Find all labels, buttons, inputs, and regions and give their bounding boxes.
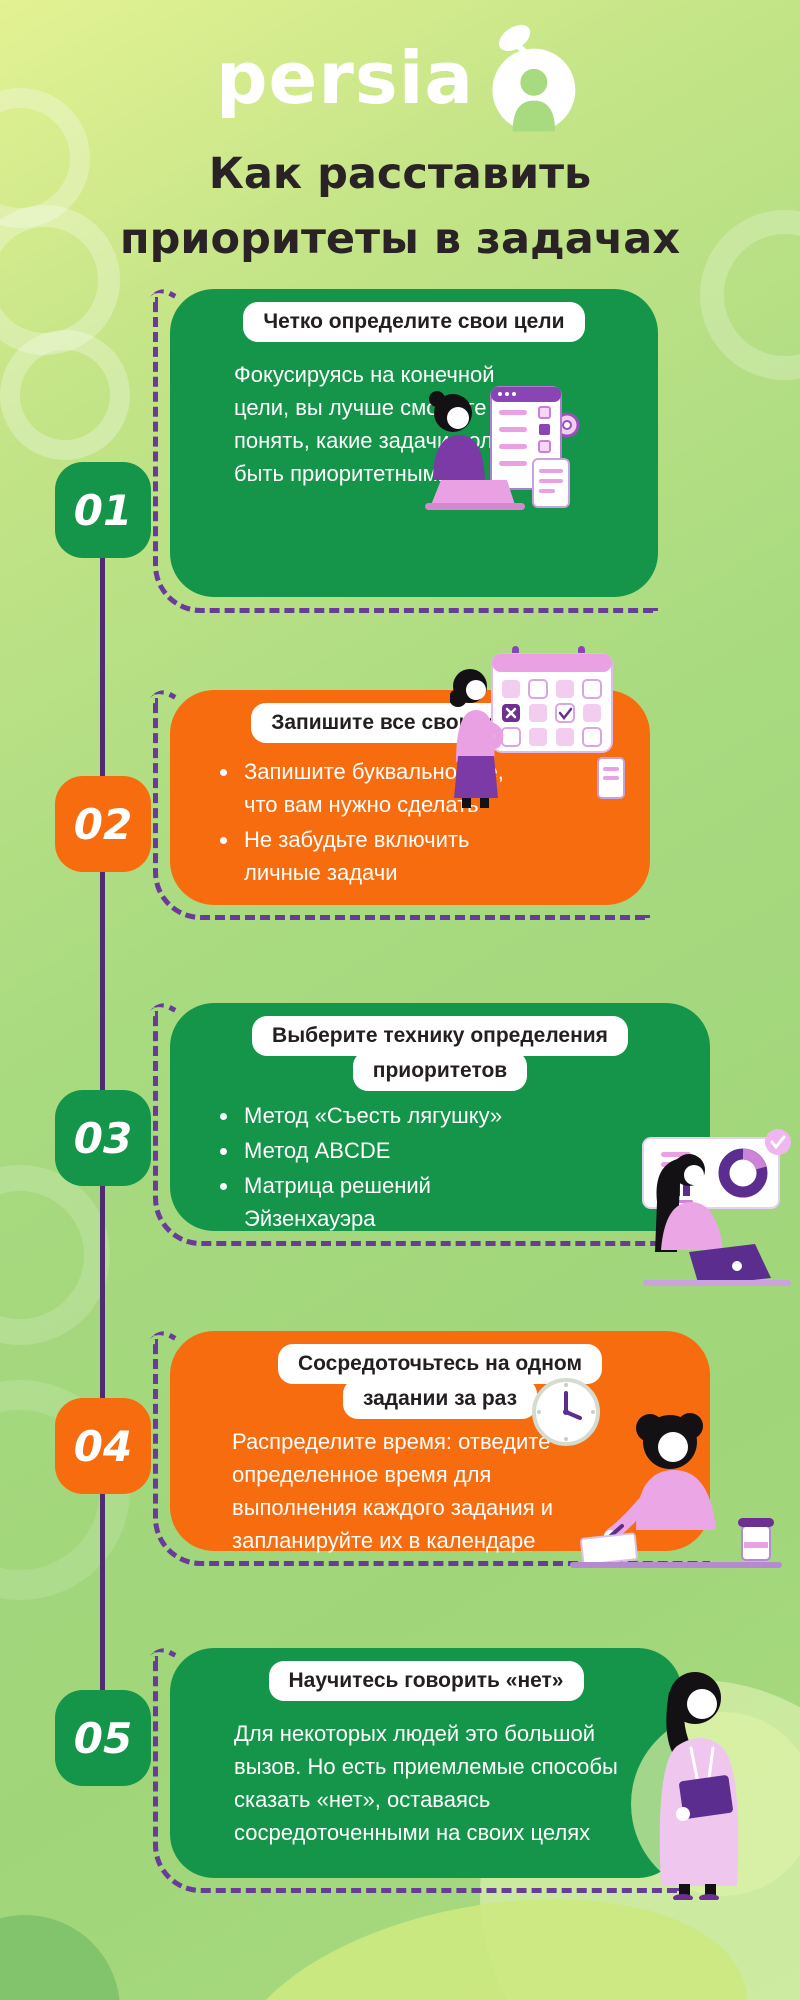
step-number-badge-05: 05 xyxy=(55,1690,151,1786)
step-card-1: Четко определите свои цели Фокусируясь н… xyxy=(170,289,658,597)
swirl-decoration xyxy=(0,330,130,460)
step-number: 03 xyxy=(73,1113,133,1163)
dashed-connector xyxy=(153,698,650,920)
step-bullet-list: Запишите буквально все, что вам нужно сд… xyxy=(214,755,514,889)
step-bullet-list: Метод «Съесть лягушку» Метод ABCDE Матри… xyxy=(214,1099,514,1235)
step-body-text: Распределите время: отведите определенно… xyxy=(232,1429,554,1553)
step-number: 02 xyxy=(73,799,133,849)
bullet-item: Не забудьте включить личные задачи xyxy=(240,823,514,889)
background-blob xyxy=(0,1915,120,2000)
step-card-4: Сосредоточьтесь на одном задании за раз … xyxy=(170,1331,710,1553)
page-title: Как расставить приоритеты в задачах xyxy=(0,142,800,271)
step-header-pill: Научитесь говорить «нет» xyxy=(268,1661,584,1701)
swirl-decoration xyxy=(0,1165,110,1345)
step-header: Научитесь говорить «нет» xyxy=(170,1661,682,1701)
step-number: 01 xyxy=(73,485,133,535)
step-body-text: Для некоторых людей это большой вызов. Н… xyxy=(234,1721,618,1845)
bullet-item: Метод ABCDE xyxy=(240,1134,514,1167)
step-number-badge-02: 02 xyxy=(55,776,151,872)
step-header-pill: задании за раз xyxy=(342,1379,538,1419)
persia-logo-icon xyxy=(492,25,576,132)
step-header: Выберите технику определения приоритетов xyxy=(170,1016,710,1091)
bullet-item: Матрица решений Эйзенхауэра xyxy=(240,1169,514,1235)
step-number-badge-03: 03 xyxy=(55,1090,151,1186)
step-header-pill: Запишите все свои задачи xyxy=(251,703,569,743)
step-header-pill: Выберите технику определения xyxy=(252,1016,628,1056)
step-number-badge-04: 04 xyxy=(55,1398,151,1494)
step-header: Запишите все свои задачи xyxy=(170,703,650,743)
step-header-pill: Сосредоточьтесь на одном xyxy=(277,1344,603,1384)
bullet-item: Метод «Съесть лягушку» xyxy=(240,1099,514,1132)
step-body-text: Фокусируясь на конечной цели, вы лучше с… xyxy=(234,362,536,486)
step-header: Четко определите свои цели xyxy=(170,302,658,342)
page-title-line1: Как расставить xyxy=(208,149,592,199)
step-card-5: Научитесь говорить «нет» Для некоторых л… xyxy=(170,1648,682,1878)
step-card-2: Запишите все свои задачи Запишите буквал… xyxy=(170,690,650,905)
step-card-3: Выберите технику определения приоритетов… xyxy=(170,1003,710,1231)
step-header: Сосредоточьтесь на одном задании за раз xyxy=(170,1344,710,1419)
logo: persia xyxy=(0,22,800,134)
bullet-item: Запишите буквально все, что вам нужно сд… xyxy=(240,755,514,821)
step-header-pill: Четко определите свои цели xyxy=(243,302,585,342)
logo-text: persia xyxy=(216,36,474,120)
dashed-connector xyxy=(153,1011,710,1246)
page-title-line2: приоритеты в задачах xyxy=(119,213,681,264)
step-number: 05 xyxy=(73,1713,133,1763)
step-number-badge-01: 01 xyxy=(55,462,151,558)
dashed-connector xyxy=(153,297,658,613)
step-number: 04 xyxy=(73,1421,133,1471)
step-header-pill: приоритетов xyxy=(352,1051,528,1091)
dashed-connector xyxy=(153,1339,710,1566)
